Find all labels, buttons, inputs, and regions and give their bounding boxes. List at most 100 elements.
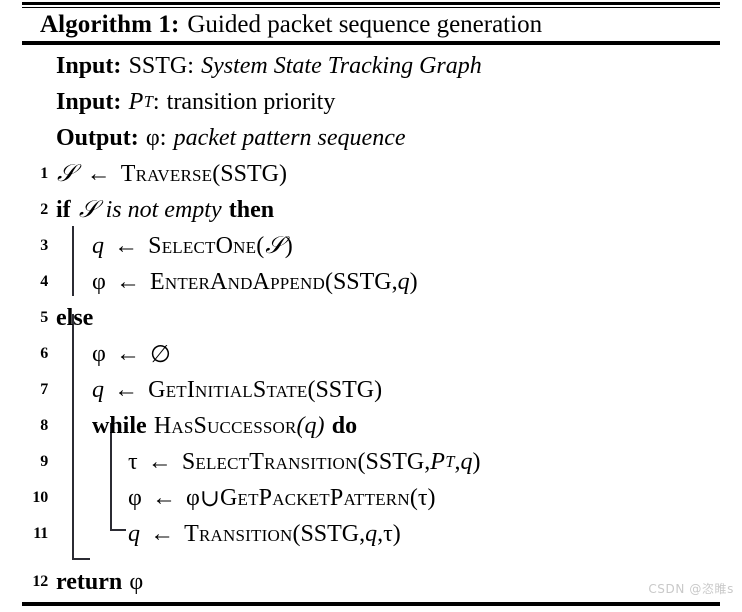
io-label-input-2: Input: bbox=[56, 88, 122, 115]
io-line-input-sstg-body: Input:SSTG:System State Tracking Graph bbox=[56, 48, 482, 84]
algorithm-line-10-body: φ←φ∪GetPacketPattern(τ) bbox=[128, 480, 435, 516]
algorithm-line-6-body: φ←∅ bbox=[92, 336, 171, 372]
csdn-watermark: CSDN @恣睢s bbox=[648, 582, 734, 596]
figure-bottom-rule bbox=[22, 602, 720, 606]
io-line-output-phi-body: Output:φ:packet pattern sequence bbox=[56, 120, 406, 156]
arg-sstg-7: SSTG bbox=[315, 376, 375, 403]
arg-q-9: q bbox=[460, 448, 473, 475]
var-phi-10b: φ bbox=[186, 484, 200, 511]
indent-guide-else-branch bbox=[72, 314, 74, 560]
figure-title-rule bbox=[22, 41, 720, 45]
algorithm-line-4-body: φ←EnterAndAppend(SSTG,q) bbox=[92, 264, 418, 300]
arg-p-subscript-9: T bbox=[445, 452, 455, 471]
keyword-else: else bbox=[56, 304, 94, 331]
paren-open-10: ( bbox=[409, 484, 418, 511]
io-label-input-1: Input: bbox=[56, 52, 122, 79]
paren-open-9: ( bbox=[357, 448, 366, 475]
paren-open-7: ( bbox=[307, 376, 316, 403]
arg-q-8: q bbox=[304, 412, 317, 439]
arg-tau-11: τ bbox=[383, 520, 393, 547]
line-number-5: 5 bbox=[40, 309, 48, 326]
union-operator: ∪ bbox=[199, 485, 220, 512]
paren-close-11: ) bbox=[392, 520, 401, 547]
figure-top-rule-thick bbox=[22, 2, 720, 5]
arg-p-9: P bbox=[430, 448, 445, 475]
proc-traverse: Traverse bbox=[120, 160, 213, 187]
io-name-phi: φ bbox=[145, 124, 160, 151]
io-desc-phi: packet pattern sequence bbox=[173, 124, 406, 151]
io-sep-1: : bbox=[187, 52, 194, 79]
line-number-2: 2 bbox=[40, 201, 48, 218]
comma-11b: , bbox=[377, 520, 384, 547]
keyword-return: return bbox=[56, 568, 123, 595]
arg-q-4: q bbox=[397, 268, 410, 295]
var-q-11: q bbox=[128, 520, 140, 547]
paren-close-10: ) bbox=[427, 484, 436, 511]
var-q-7: q bbox=[92, 376, 104, 403]
comma-9b: , bbox=[454, 448, 461, 475]
assign-arrow-9: ← bbox=[147, 448, 172, 475]
algorithm-line-5-body: else bbox=[56, 300, 93, 336]
figure-top-rule-thin bbox=[22, 7, 720, 8]
var-phi-4: φ bbox=[92, 268, 106, 295]
arg-sstg-11: SSTG bbox=[300, 520, 360, 547]
var-phi-12: φ bbox=[129, 568, 144, 595]
assign-arrow-10: ← bbox=[151, 484, 176, 511]
paren-close-3: ) bbox=[284, 232, 293, 259]
io-name-p: P bbox=[128, 88, 144, 115]
algorithm-title: Algorithm 1: Guided packet sequence gene… bbox=[40, 8, 542, 41]
paren-close-4: ) bbox=[409, 268, 418, 295]
var-S: 𝒮 bbox=[57, 160, 76, 187]
assign-arrow-11: ← bbox=[150, 520, 175, 547]
paren-close-7: ) bbox=[374, 376, 383, 403]
proc-transition: Transition bbox=[184, 520, 293, 547]
paren-open-3: ( bbox=[256, 232, 265, 259]
paren-close-9: ) bbox=[472, 448, 481, 475]
proc-selectone: SelectOne bbox=[148, 232, 257, 259]
proc-getpacketpattern: GetPacketPattern bbox=[219, 484, 410, 511]
algorithm-title-label: Algorithm 1: bbox=[40, 10, 180, 38]
arg-S-3: 𝒮 bbox=[265, 232, 284, 259]
line-number-10: 10 bbox=[32, 489, 48, 506]
line-number-8: 8 bbox=[40, 417, 48, 434]
assign-arrow: ← bbox=[86, 160, 111, 187]
comma-9a: , bbox=[424, 448, 431, 475]
io-sep-3: : bbox=[159, 124, 167, 151]
arg-tau-10: τ bbox=[417, 484, 428, 511]
line-number-6: 6 bbox=[40, 345, 48, 362]
assign-arrow-4: ← bbox=[115, 268, 140, 295]
line-number-4: 4 bbox=[40, 273, 48, 290]
indent-guide-while-body bbox=[110, 423, 112, 531]
proc-selecttransition: SelectTransition bbox=[181, 448, 358, 475]
algorithm-line-1-body: 𝒮←Traverse(SSTG) bbox=[56, 156, 287, 192]
arg-sstg-9: SSTG bbox=[365, 448, 425, 475]
indent-guide-while-body-foot bbox=[110, 529, 126, 531]
comma-4: , bbox=[391, 268, 398, 295]
proc-enterandappend: EnterAndAppend bbox=[150, 268, 325, 295]
var-phi-6: φ bbox=[92, 340, 106, 367]
proc-getinitialstate: GetInitialState bbox=[148, 376, 308, 403]
paren-open-8: ( bbox=[296, 412, 305, 439]
arg-q-11: q bbox=[365, 520, 378, 547]
algorithm-line-3-body: q←SelectOne(𝒮) bbox=[92, 228, 293, 264]
indent-guide-if-branch bbox=[72, 226, 74, 296]
io-desc-sstg: System State Tracking Graph bbox=[201, 52, 482, 79]
var-S-cond: 𝒮 bbox=[78, 196, 98, 223]
line-number-1: 1 bbox=[40, 165, 48, 182]
io-desc-pt: transition priority bbox=[166, 88, 336, 115]
io-name-p-subscript: T bbox=[143, 92, 153, 111]
keyword-do: do bbox=[331, 412, 358, 439]
paren-open-4: ( bbox=[324, 268, 333, 295]
algorithm-line-11-body: q←Transition(SSTG,q,τ) bbox=[128, 516, 401, 552]
var-tau-9: τ bbox=[128, 448, 138, 475]
var-phi-10: φ bbox=[128, 484, 142, 511]
keyword-then: then bbox=[228, 196, 275, 223]
line-number-9: 9 bbox=[40, 453, 48, 470]
algorithm-title-text: Guided packet sequence generation bbox=[187, 10, 543, 38]
paren-close-8: ) bbox=[316, 412, 325, 439]
